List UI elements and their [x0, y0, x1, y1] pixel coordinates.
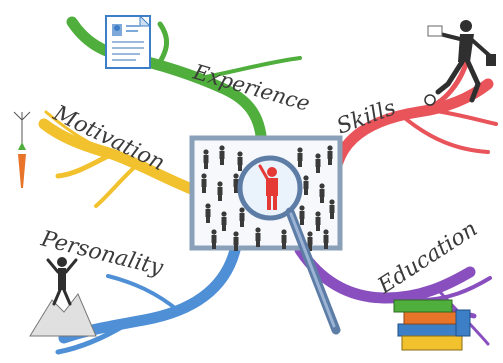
crowd-person [297, 147, 303, 167]
crowd-person [255, 227, 261, 247]
crowd-person [323, 229, 329, 249]
books-stack-icon [393, 299, 471, 351]
crowd-person [219, 145, 225, 165]
businessman-running-icon [424, 20, 496, 106]
crowd-person [233, 231, 239, 251]
crowd-person [319, 183, 325, 203]
branch-motivation [38, 110, 200, 208]
resume-document-icon [105, 14, 152, 69]
crowd-person [237, 151, 243, 171]
crowd-person [211, 229, 217, 249]
branch-experience [66, 16, 302, 156]
magnifying-glass-crowd-icon [189, 135, 343, 335]
crowd-person [205, 203, 211, 223]
crowd-person [221, 211, 227, 231]
highlighted-person-icon [258, 164, 278, 210]
carrot-on-stick-icon [13, 111, 31, 188]
crowd-person [217, 181, 223, 201]
crowd-person [315, 153, 321, 173]
crowd-person [281, 229, 287, 249]
crowd-person [239, 207, 245, 227]
crowd-person [201, 173, 207, 193]
crowd-person [315, 211, 321, 231]
crowd-person [203, 149, 209, 169]
branch-skills [332, 55, 498, 168]
crowd-person [307, 231, 313, 251]
mountain-climber-icon [29, 257, 97, 337]
crowd-person [303, 175, 309, 195]
crowd-person [233, 173, 239, 193]
crowd-person [327, 145, 333, 165]
crowd-person [299, 205, 305, 225]
crowd-figures [201, 145, 335, 251]
crowd-person [329, 199, 335, 219]
